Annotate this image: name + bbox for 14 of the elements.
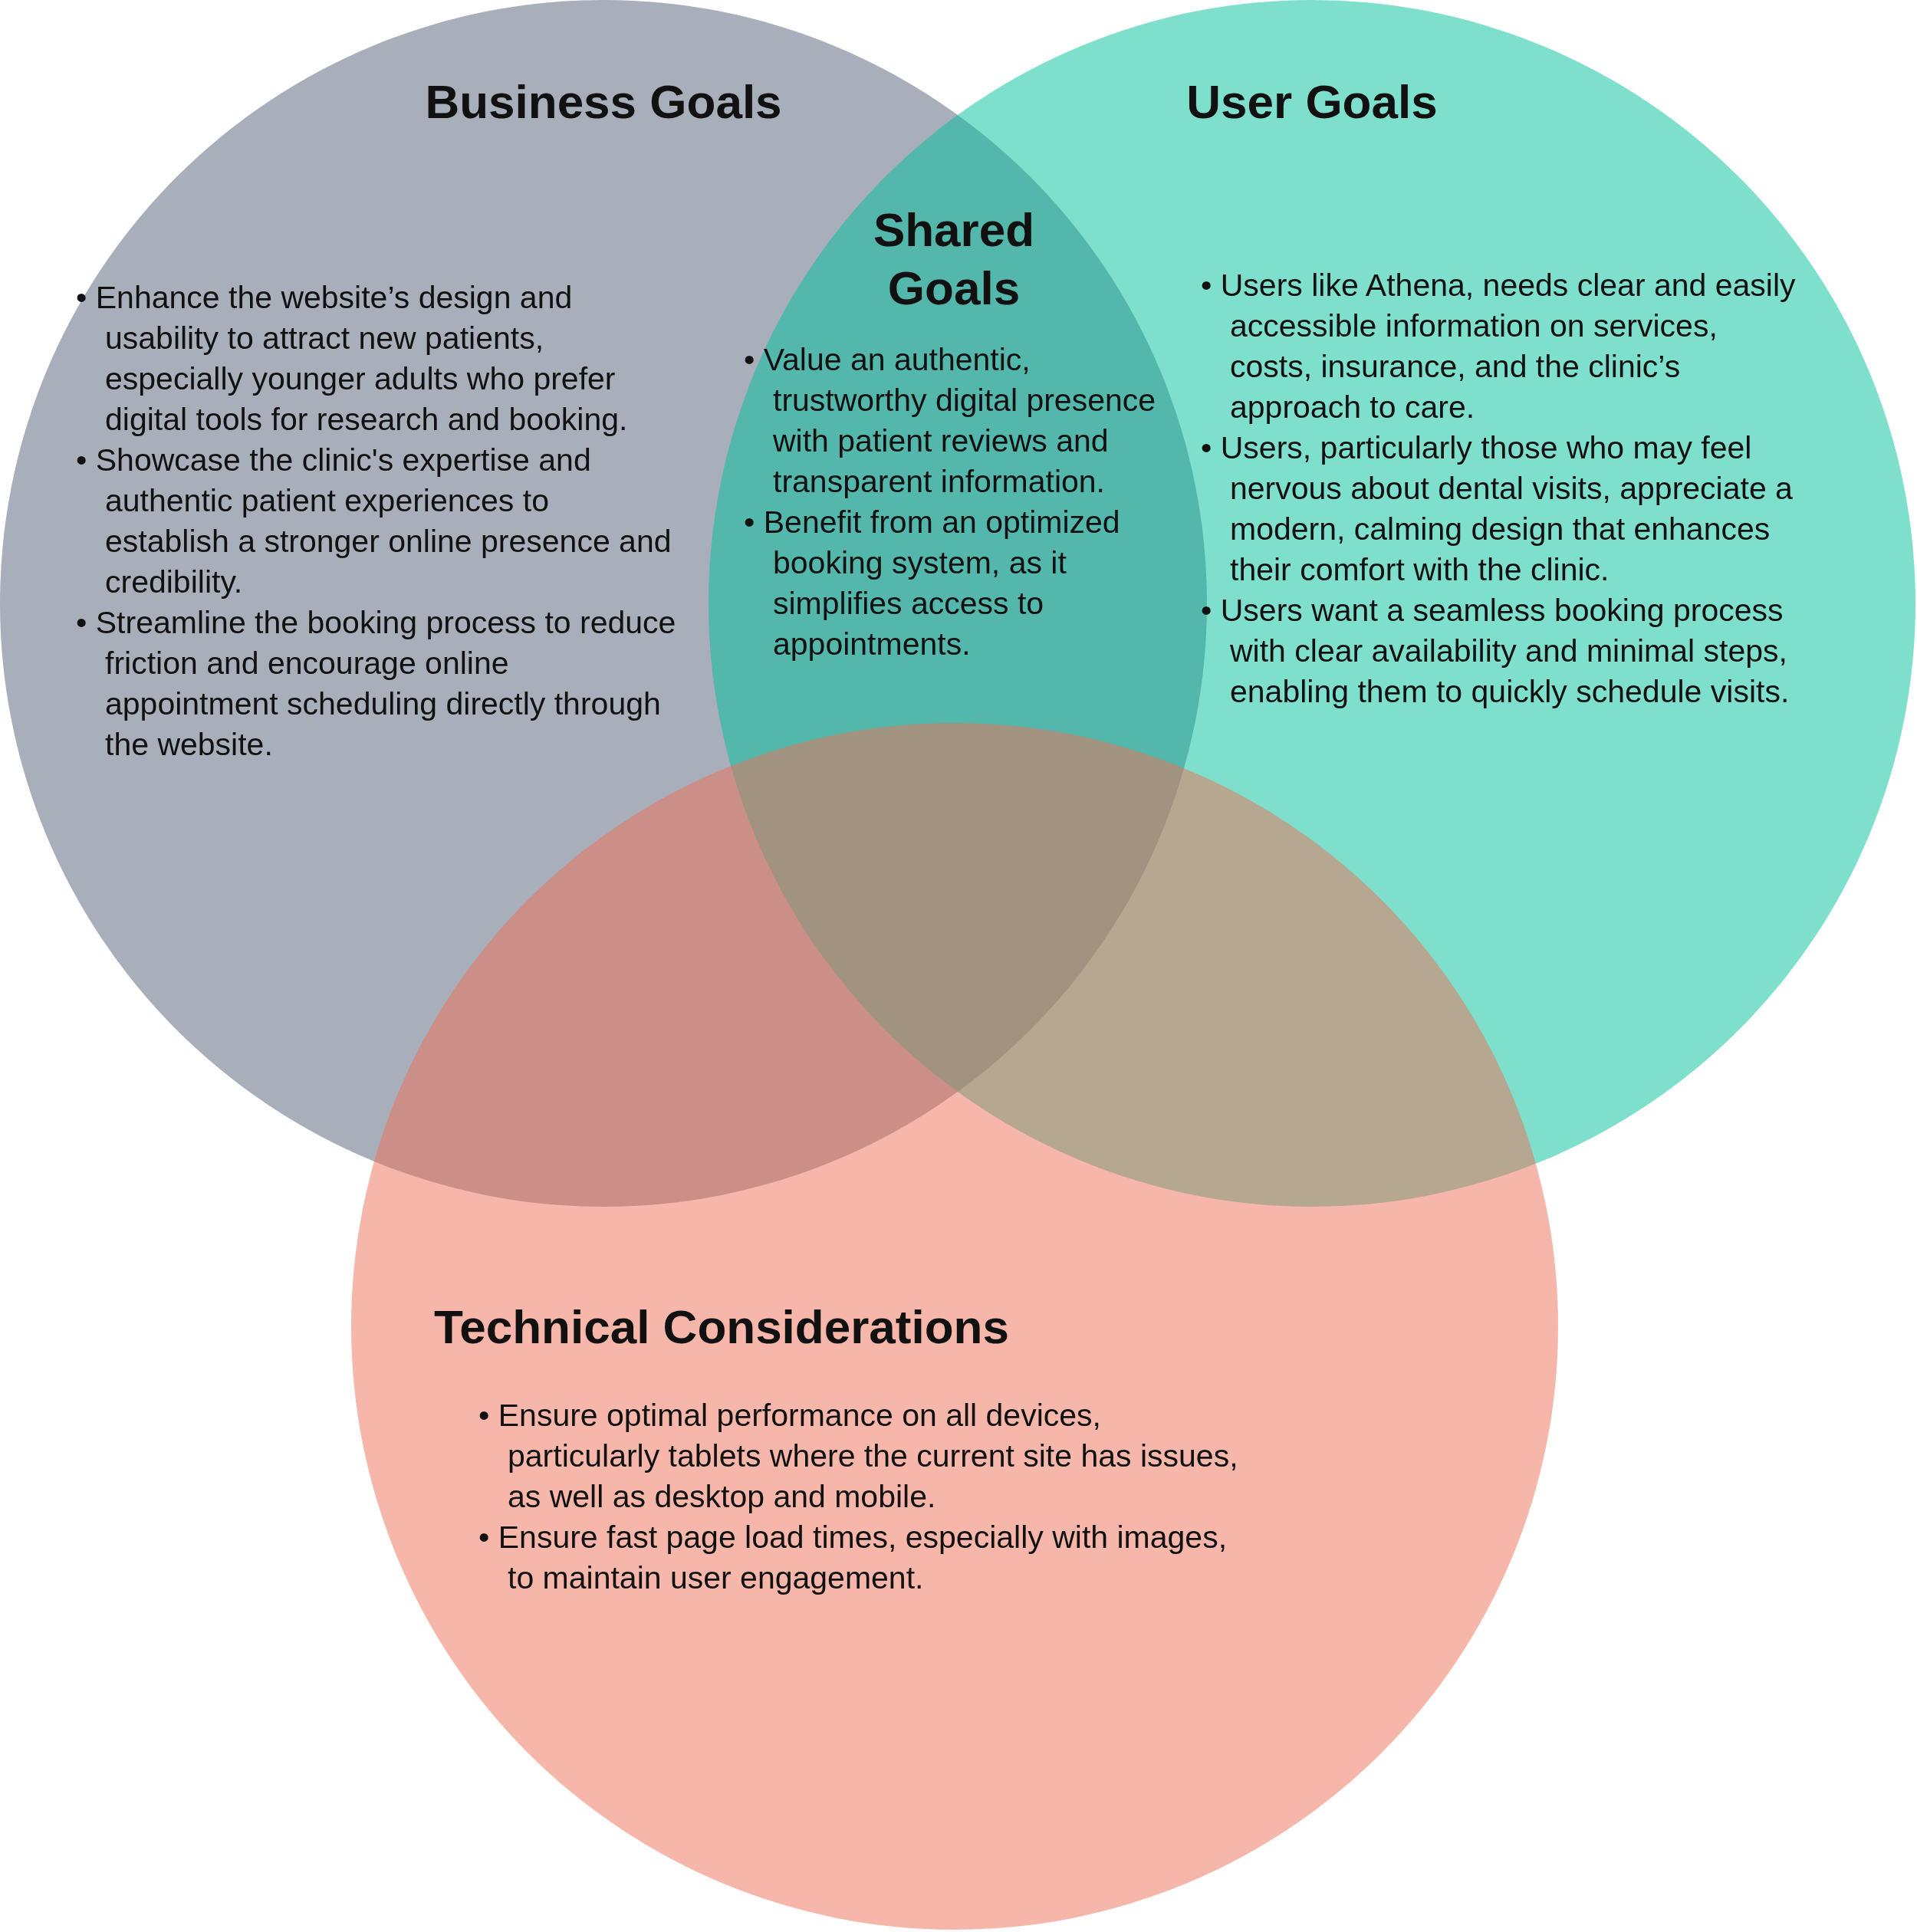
bullet-item: • Users like Athena, needs clear and easily accessible information on services, costs, insurance, and the clinic’s approach to care. [1201, 267, 1797, 426]
bullet-item: • Showcase the clinic's expertise and authentic patient experiences to establish a stronger online presence and credibility. [76, 442, 672, 601]
section-heading: Technical Considerations [434, 1300, 1010, 1355]
bullet-item: • Value an authentic, trustworthy digital presence with patient reviews and transparent information. [744, 341, 1157, 501]
section-heading: Business Goals [424, 74, 783, 130]
bullet-item: • Ensure fast page load times, especially with images, to maintain user engagement. [478, 1519, 1228, 1597]
section-heading: User Goals [1185, 74, 1439, 130]
bullet-item: • Ensure optimal performance on all devices, particularly tablets where the current site has issues, as well as desktop and mobile. [478, 1397, 1239, 1516]
bullet-item: • Streamline the booking process to reduce friction and encourage online appointment scheduling directly through the website. [76, 604, 677, 764]
bullet-item: • Users, particularly those who may feel nervous about dental visits, appreciate a modern, calming design that enhances their comfort with the clinic. [1201, 429, 1794, 589]
section-heading: Shared Goals [872, 202, 1036, 316]
bullet-item: • Benefit from an optimized booking system, as it simplifies access to appointments. [744, 504, 1121, 663]
bullet-item: • Users want a seamless booking process with clear availability and minimal steps, enabling them to quickly schedule visits. [1201, 592, 1790, 711]
bullet-item: • Enhance the website’s design and usability to attract new patients, especially younger adults who prefer digital tools for research and booking. [76, 279, 629, 439]
